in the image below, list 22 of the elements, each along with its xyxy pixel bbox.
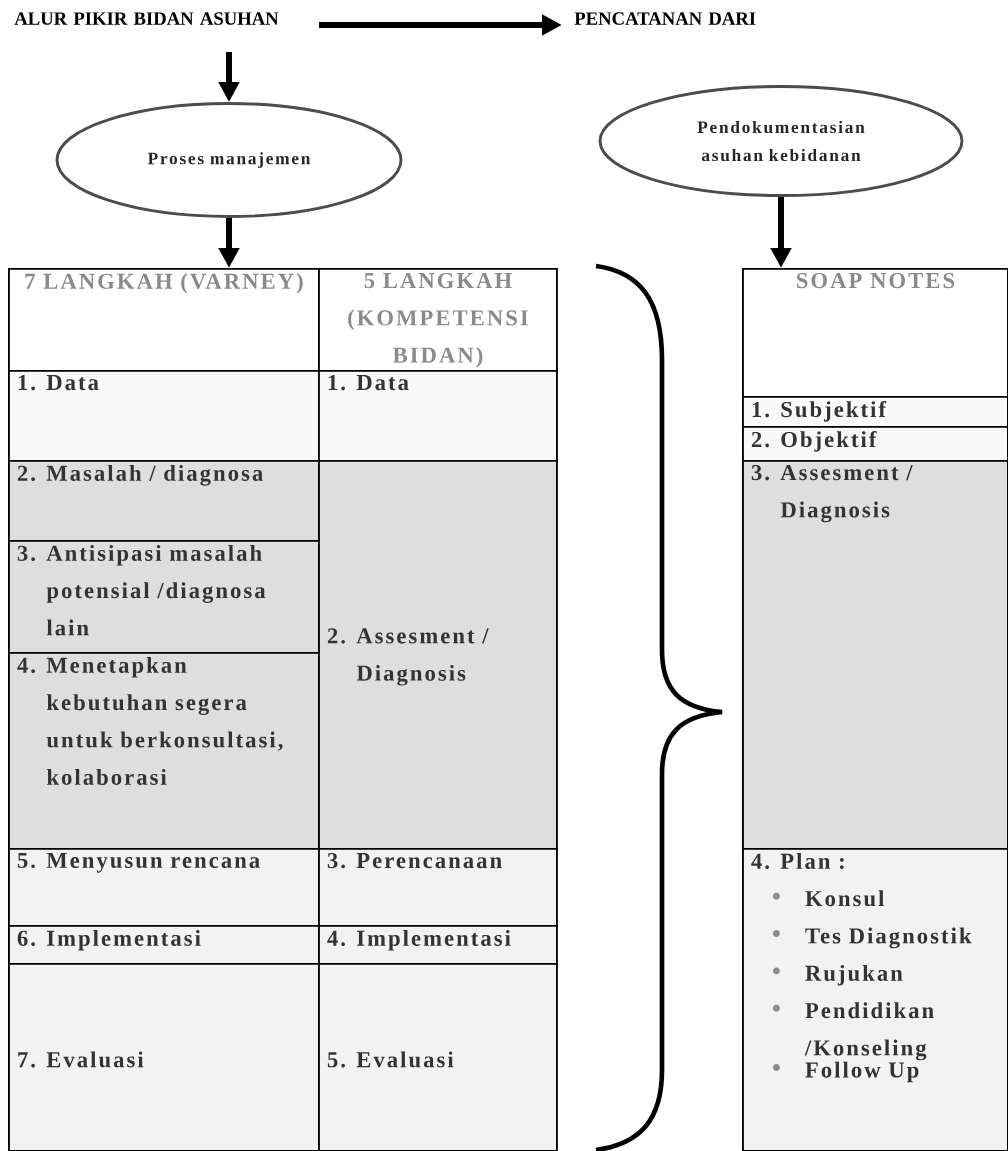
- heading-text: PENCATANAN DARI: [574, 12, 756, 25]
- table-cell: 1. Data: [8, 370, 320, 462]
- table-cell: 7 LANGKAH (VARNEY): [8, 268, 320, 372]
- table-cell: 4. Menetapkan kebutuhan segera untuk berkonsultasi, kolaborasi: [8, 652, 320, 850]
- table-cell: 4. Implementasi: [318, 925, 558, 965]
- table-cell: 2. Objektif: [742, 426, 1008, 462]
- table-cell: 5 LANGKAH (KOMPETENSI BIDAN): [318, 268, 558, 372]
- table-cell: 3. Antisipasi masalah potensial /diagnosa lain: [8, 540, 320, 654]
- table-cell: 1. Data: [318, 370, 558, 462]
- table-cell: 6. Implementasi: [8, 925, 320, 965]
- table-cell: 2. Masalah / diagnosa: [8, 460, 320, 542]
- table-cell: 3. Assesment / Diagnosis: [742, 460, 1008, 850]
- table-cell: 5. Menyusun rencana: [8, 848, 320, 927]
- table-cell: 3. Perencanaan: [318, 848, 558, 927]
- table-cell: SOAP NOTES: [742, 268, 1008, 398]
- table-cell: 2. Assesment / Diagnosis: [318, 460, 558, 850]
- table-cell: 4. Plan : Konsul Tes Diagnostik Rujukan Pendidikan /Konseling Follow Up: [742, 848, 1008, 1151]
- node-label: 1. Subjektif: [752, 400, 887, 422]
- heading-text: ALUR PIKIR BIDAN ASUHAN: [14, 12, 279, 25]
- node-label: 7. Evaluasi: [18, 1051, 144, 1068]
- table-cell: 1. Subjektif: [742, 396, 1008, 428]
- node-label: 2. Objektif: [751, 430, 877, 452]
